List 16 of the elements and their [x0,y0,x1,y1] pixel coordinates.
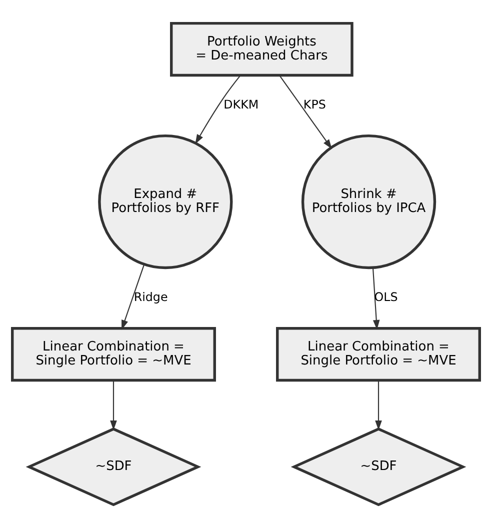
edge-label: Ridge [134,290,168,304]
node-box: Linear Combination = Single Portfolio = ~MVE [276,326,481,382]
arrow [375,380,382,430]
arrow [195,74,241,144]
node-box: Linear Combination = Single Portfolio = ~MVE [11,326,216,382]
arrow [279,74,332,149]
arrow [372,267,380,330]
node-diamond: ~SDF [290,426,466,506]
arrow [122,264,145,330]
node-circle: Shrink # Portfolios by IPCA [301,134,436,269]
edge-label: OLS [374,290,398,304]
node-box: Portfolio Weights = De-meaned Chars [170,21,354,76]
node-diamond: ~SDF [26,426,202,506]
edge-label: DKKM [224,97,259,112]
arrow [110,380,117,430]
edge-label: KPS [303,97,326,112]
